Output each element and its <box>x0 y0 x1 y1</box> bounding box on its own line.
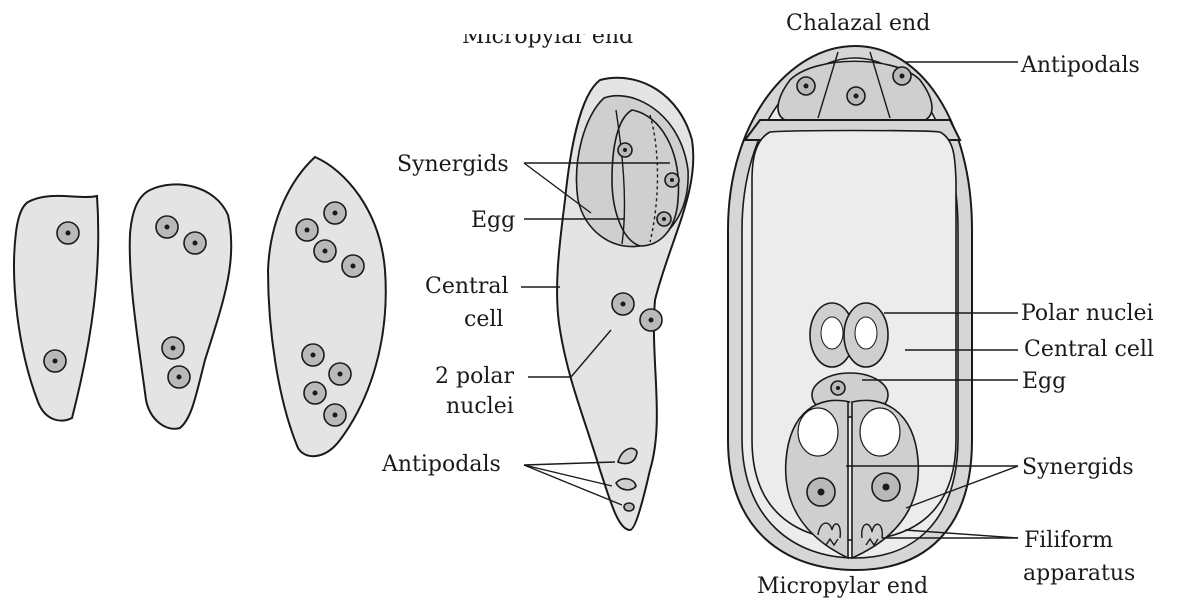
central-cell-label: Central cell <box>1024 337 1154 362</box>
eight-nucleate-stage <box>268 157 386 456</box>
filiform-label-1: Filiform <box>1024 528 1113 553</box>
occluding-mask <box>455 0 670 34</box>
four-nucleate-stage <box>130 184 232 428</box>
polar-nuclei-left-label-1: 2 polar <box>435 364 514 389</box>
synergids-label: Synergids <box>1022 455 1134 480</box>
synergids-left-label: Synergids <box>397 152 509 177</box>
egg-label: Egg <box>1022 369 1066 394</box>
micropylar-end-label: Micropylar end <box>757 574 928 599</box>
filiform-label-2: apparatus <box>1023 561 1135 586</box>
antipodals-left-label: Antipodals <box>381 452 501 477</box>
antipodals-label: Antipodals <box>1020 53 1140 78</box>
egg-left-label: Egg <box>471 208 515 233</box>
mature-embryo-sac <box>728 46 972 570</box>
central-cell-left-label-1: Central <box>425 274 509 299</box>
seven-celled-stage <box>557 78 693 530</box>
chalazal-end-label: Chalazal end <box>786 11 930 36</box>
polar-nuclei-left-label-2: nuclei <box>446 394 514 419</box>
polar-nuclei-label: Polar nuclei <box>1021 301 1154 326</box>
central-cell-left-label-2: cell <box>464 307 503 332</box>
two-nucleate-stage <box>14 196 98 421</box>
